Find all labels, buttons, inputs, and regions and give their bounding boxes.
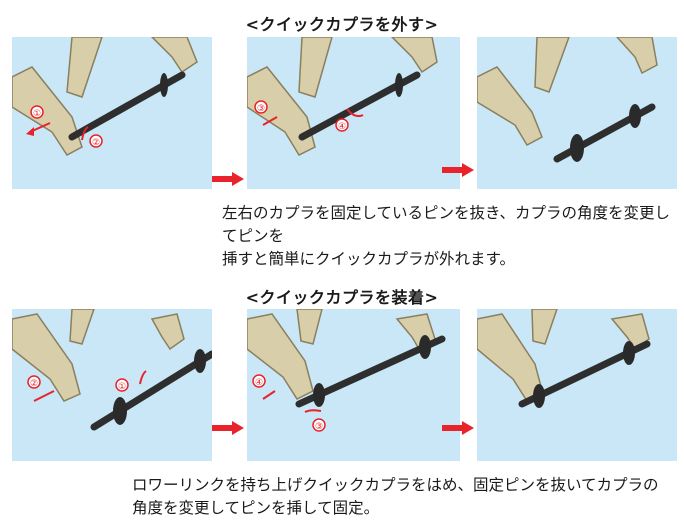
remove-step3-illustration bbox=[477, 37, 677, 189]
svg-text:①: ① bbox=[118, 382, 126, 392]
svg-text:③: ③ bbox=[257, 104, 265, 114]
callout-2: ② bbox=[27, 375, 41, 389]
svg-text:③: ③ bbox=[315, 422, 323, 432]
remove-step2-illustration: ③ ④ bbox=[247, 37, 460, 189]
svg-text:②: ② bbox=[92, 138, 100, 148]
svg-text:②: ② bbox=[30, 379, 38, 389]
callout-3: ③ bbox=[254, 100, 268, 114]
section1-title: <クイックカプラを外す> bbox=[245, 15, 439, 34]
attach-step2-illustration: ④ ③ bbox=[247, 309, 460, 461]
callout-1: ① bbox=[30, 105, 44, 119]
callout-2: ② bbox=[89, 134, 103, 148]
attach-step1-illustration: ② ① bbox=[12, 309, 212, 461]
callout-1: ① bbox=[115, 378, 129, 392]
section2-title: <クイックカプラを装着> bbox=[245, 288, 439, 307]
section2-description-line2: 角度を変更してピンを挿して固定。 bbox=[132, 499, 380, 517]
section1-description-line2: 挿すと簡単にクイックカプラが外れます。 bbox=[222, 250, 515, 268]
callout-3: ③ bbox=[312, 418, 326, 432]
section2-description-line1: ロワーリンクを持ち上げクイックカプラをはめ、固定ピンを抜いてカプラの bbox=[132, 476, 659, 494]
callout-4: ④ bbox=[335, 118, 349, 132]
section1-description: 左右のカプラを固定しているピンを抜き、カプラの角度を変更してピンを 挿すと簡単に… bbox=[222, 202, 684, 271]
remove-step1-illustration: ① ② bbox=[12, 37, 212, 189]
svg-text:④: ④ bbox=[338, 122, 346, 132]
attach-step3-illustration bbox=[477, 309, 677, 461]
svg-text:①: ① bbox=[33, 109, 41, 119]
svg-text:④: ④ bbox=[255, 378, 263, 388]
callout-4: ④ bbox=[252, 374, 266, 388]
section2-description: ロワーリンクを持ち上げクイックカプラをはめ、固定ピンを抜いてカプラの 角度を変更… bbox=[132, 474, 659, 520]
section1-description-line1: 左右のカプラを固定しているピンを抜き、カプラの角度を変更してピンを bbox=[222, 204, 670, 245]
